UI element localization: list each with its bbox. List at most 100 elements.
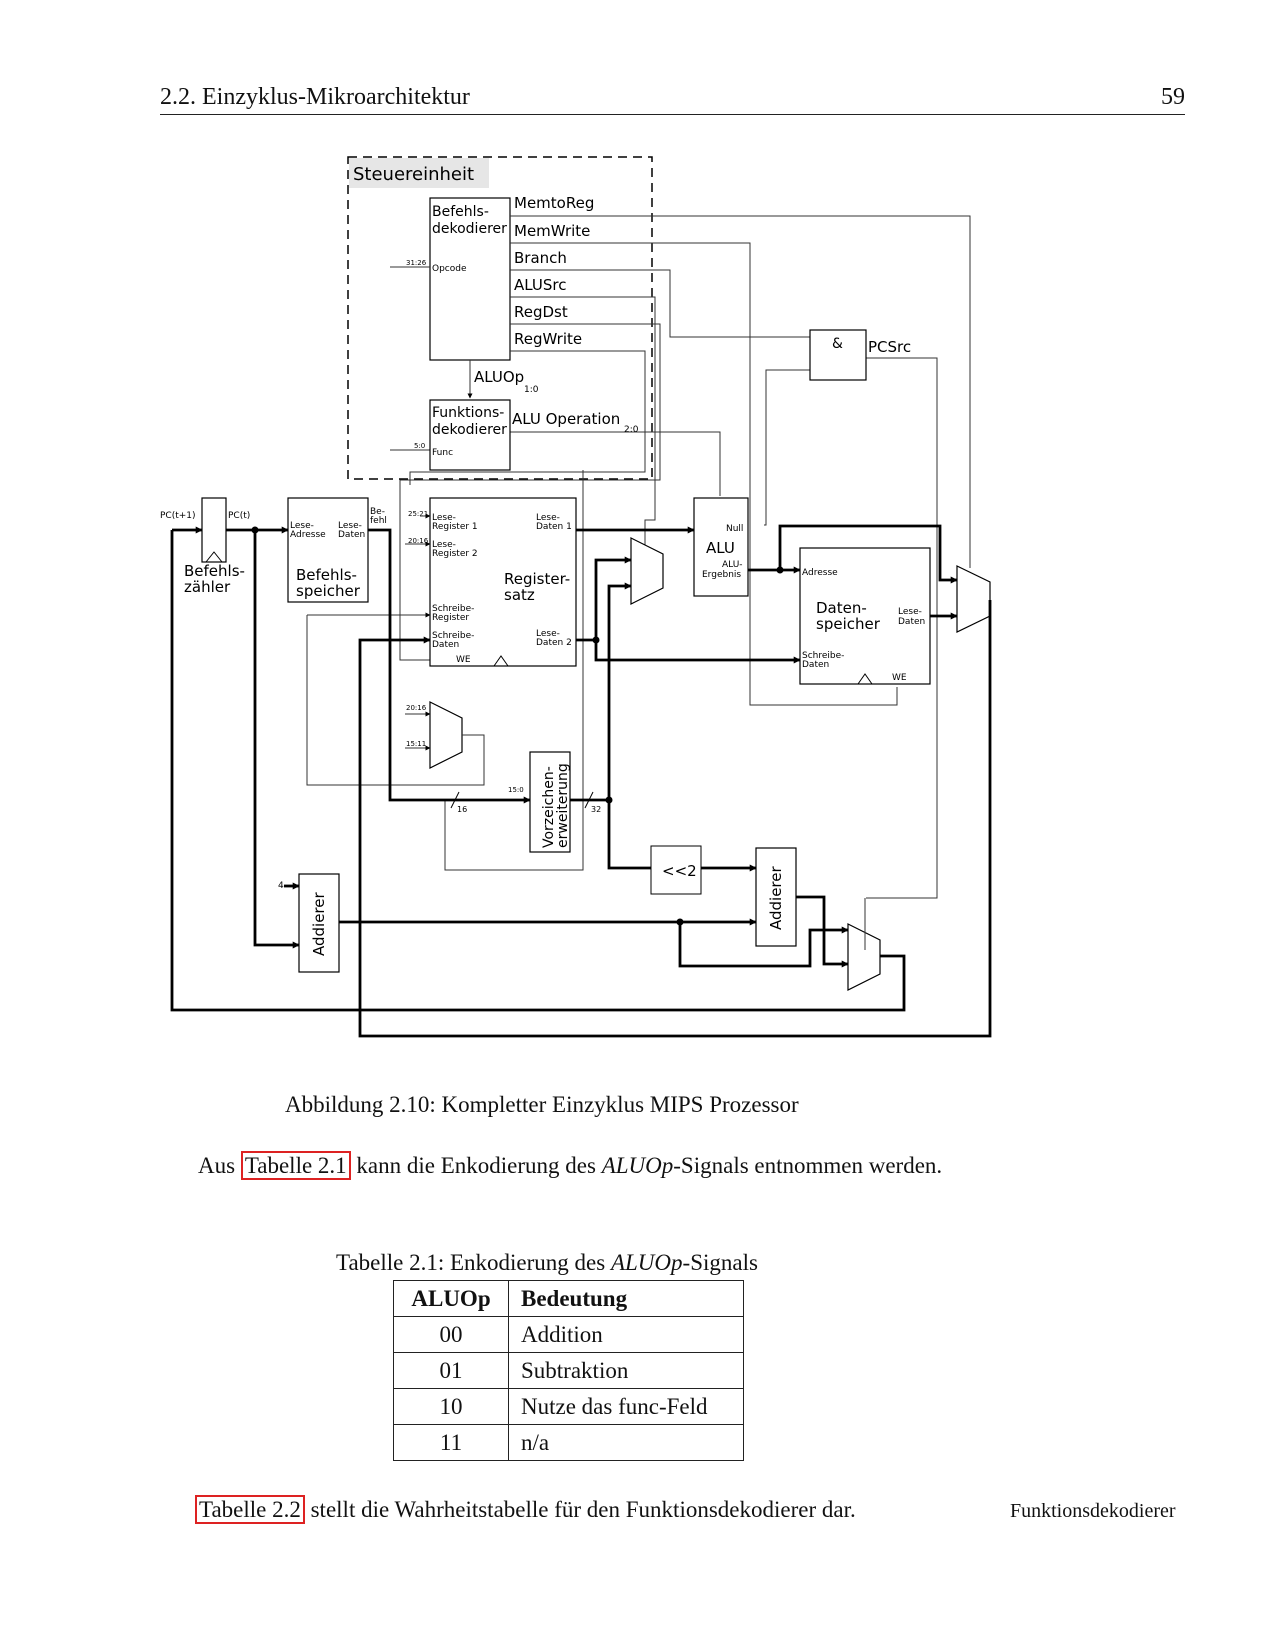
regfile-a1-2: Register 1: [432, 522, 478, 532]
instruction-label-2: fehl: [370, 516, 387, 526]
alu-operation-bits: 2:0: [624, 425, 639, 435]
pc-register-label-1: Befehls-: [184, 562, 245, 580]
shift-left-2: <<2: [650, 845, 702, 895]
func-label: Func: [432, 448, 453, 458]
paragraph-1-middle: kann die Enkodierung des: [350, 1153, 602, 1178]
regfile-rd1-2: Daten 1: [536, 522, 572, 532]
table-2-1-link[interactable]: Tabelle 2.1: [240, 1151, 351, 1180]
dmem-read-data-2: Daten: [898, 617, 925, 627]
dmem-name-2: speicher: [816, 615, 881, 633]
imem-read-data-1: Lese-: [338, 521, 362, 531]
table-caption-after: -Signals: [682, 1250, 758, 1275]
aluop-label: ALUOp: [474, 368, 524, 386]
aluop-encoding-table: ALUOp Bedeutung 00 Addition 01 Subtrakti…: [393, 1280, 744, 1461]
instruction-label-1: Be-: [370, 507, 385, 517]
table-row: 10 Nutze das func-Feld: [393, 1388, 744, 1425]
alu-label: ALU: [706, 539, 735, 557]
table-cell-code: 11: [393, 1424, 509, 1461]
sign-extend-label-1: Vorzeichen-: [541, 766, 557, 848]
imem-read-address-2: Adresse: [290, 530, 326, 540]
table-cell-meaning: Nutze das func-Feld: [508, 1388, 744, 1425]
signal-regwrite: RegWrite: [514, 330, 582, 348]
regfile-rd2-1: Lese-: [536, 629, 560, 639]
paragraph-1-italic: ALUOp: [601, 1153, 674, 1178]
control-unit-label: Steuereinheit: [353, 164, 474, 185]
regfile-wd-1: Schreibe-: [432, 631, 474, 641]
figure-caption: Abbildung 2.10: Kompletter Einzyklus MIP…: [285, 1092, 799, 1117]
imem-read-address-1: Lese-: [290, 521, 314, 531]
regdst-mux: [429, 701, 463, 769]
const-four: 4: [278, 881, 284, 891]
table-caption: Tabelle 2.1: Enkodierung des ALUOp-Signa…: [336, 1250, 758, 1276]
pcsrc-label: PCSrc: [868, 338, 911, 356]
func-bits: 5:0: [414, 442, 425, 450]
signal-alusrc: ALUSrc: [514, 276, 566, 294]
signal-branch: Branch: [514, 249, 567, 267]
width-16-label: 16: [457, 805, 467, 814]
regfile-a2-1: Lese-: [432, 540, 456, 550]
alu-result-1: ALU-: [722, 560, 743, 570]
register-file: Lese- Register 1 Lese- Register 2 Schrei…: [429, 497, 577, 667]
dmem-name-1: Daten-: [816, 599, 867, 617]
paragraph-2: Tabelle 2.2 stellt die Wahrheitstabelle …: [195, 1495, 856, 1524]
pc-label: PC(t): [228, 511, 250, 521]
table-cell-code: 01: [393, 1352, 509, 1389]
paragraph-1-after: -Signals entnommen werden.: [673, 1153, 943, 1178]
adder-label-1: Addierer: [310, 891, 328, 956]
dmem-we: WE: [892, 673, 907, 683]
sign-extend-label-2: erweiterung: [555, 763, 571, 848]
table-header-aluop: ALUOp: [393, 1280, 509, 1317]
pc-register-label-2: zähler: [184, 578, 231, 596]
running-header: 2.2. Einzyklus-Mikroarchitektur 59: [160, 80, 1185, 115]
regfile-a3-2: Register: [432, 613, 469, 623]
regfile-name-2: satz: [504, 586, 535, 604]
alusrc-mux: [630, 537, 664, 605]
table-cell-meaning: Addition: [508, 1316, 744, 1353]
paragraph-1-before: Aus: [198, 1153, 241, 1178]
function-decoder-label-1: Funktions-: [432, 405, 504, 421]
regfile-wd-2: Daten: [432, 640, 459, 650]
section-title: 2.2. Einzyklus-Mikroarchitektur: [160, 84, 470, 110]
pcsrc-mux: [847, 923, 881, 991]
table-cell-meaning: Subtraktion: [508, 1352, 744, 1389]
signal-memtoreg: MemtoReg: [514, 194, 594, 212]
and-gate: &: [809, 329, 867, 381]
table-row: 01 Subtraktion: [393, 1352, 744, 1389]
table-cell-meaning: n/a: [508, 1424, 744, 1461]
table-caption-italic: ALUOp: [610, 1250, 683, 1275]
regdst-mux-in1: 15:11: [406, 740, 426, 748]
page-number: 59: [1161, 84, 1185, 110]
pc-next-label: PC(t+1): [160, 511, 196, 521]
branch-adder: Addierer: [755, 847, 797, 947]
regfile-name-1: Register-: [504, 570, 570, 588]
regfile-a3-1: Schreibe-: [432, 604, 474, 614]
table-caption-before: Tabelle 2.1: Enkodierung des: [336, 1250, 611, 1275]
regfile-rd1-1: Lese-: [536, 513, 560, 523]
dmem-write-data-1: Schreibe-: [802, 651, 844, 661]
paragraph-1: Aus Tabelle 2.1 kann die Enkodierung des…: [160, 1150, 995, 1181]
shift-label: <<2: [662, 862, 697, 880]
main-decoder-label-1: Befehls-: [432, 204, 489, 220]
imem-name-2: speicher: [296, 582, 361, 600]
instruction-memory: Lese- Adresse Lese- Daten Befehls- speic…: [287, 497, 369, 603]
regfile-we: WE: [456, 655, 471, 665]
regfile-a1-1: Lese-: [432, 513, 456, 523]
table-2-2-link[interactable]: Tabelle 2.2: [195, 1495, 305, 1524]
alu: ALU Null ALU- Ergebnis: [693, 497, 749, 597]
control-unit: Steuereinheit: [347, 156, 653, 480]
imem-read-data-2: Daten: [338, 530, 365, 540]
table-row: 00 Addition: [393, 1316, 744, 1353]
table-row: 11 n/a: [393, 1424, 744, 1461]
main-decoder-label-2: dekodierer: [432, 221, 507, 237]
memtoreg-mux: [956, 565, 991, 633]
regfile-rd2-2: Daten 2: [536, 638, 572, 648]
table-header-row: ALUOp Bedeutung: [393, 1280, 744, 1317]
regdst-mux-in0: 20:16: [406, 704, 427, 712]
alu-result-2: Ergebnis: [702, 570, 741, 580]
table-header-bedeutung: Bedeutung: [508, 1280, 744, 1317]
margin-note: Funktionsdekodierer: [1010, 1500, 1176, 1522]
dmem-write-data-2: Daten: [802, 660, 829, 670]
control-signals: MemtoReg MemWrite Branch ALUSrc RegDst R…: [514, 194, 594, 348]
and-gate-label: &: [832, 336, 843, 352]
function-decoder-label-2: dekodierer: [432, 422, 507, 438]
